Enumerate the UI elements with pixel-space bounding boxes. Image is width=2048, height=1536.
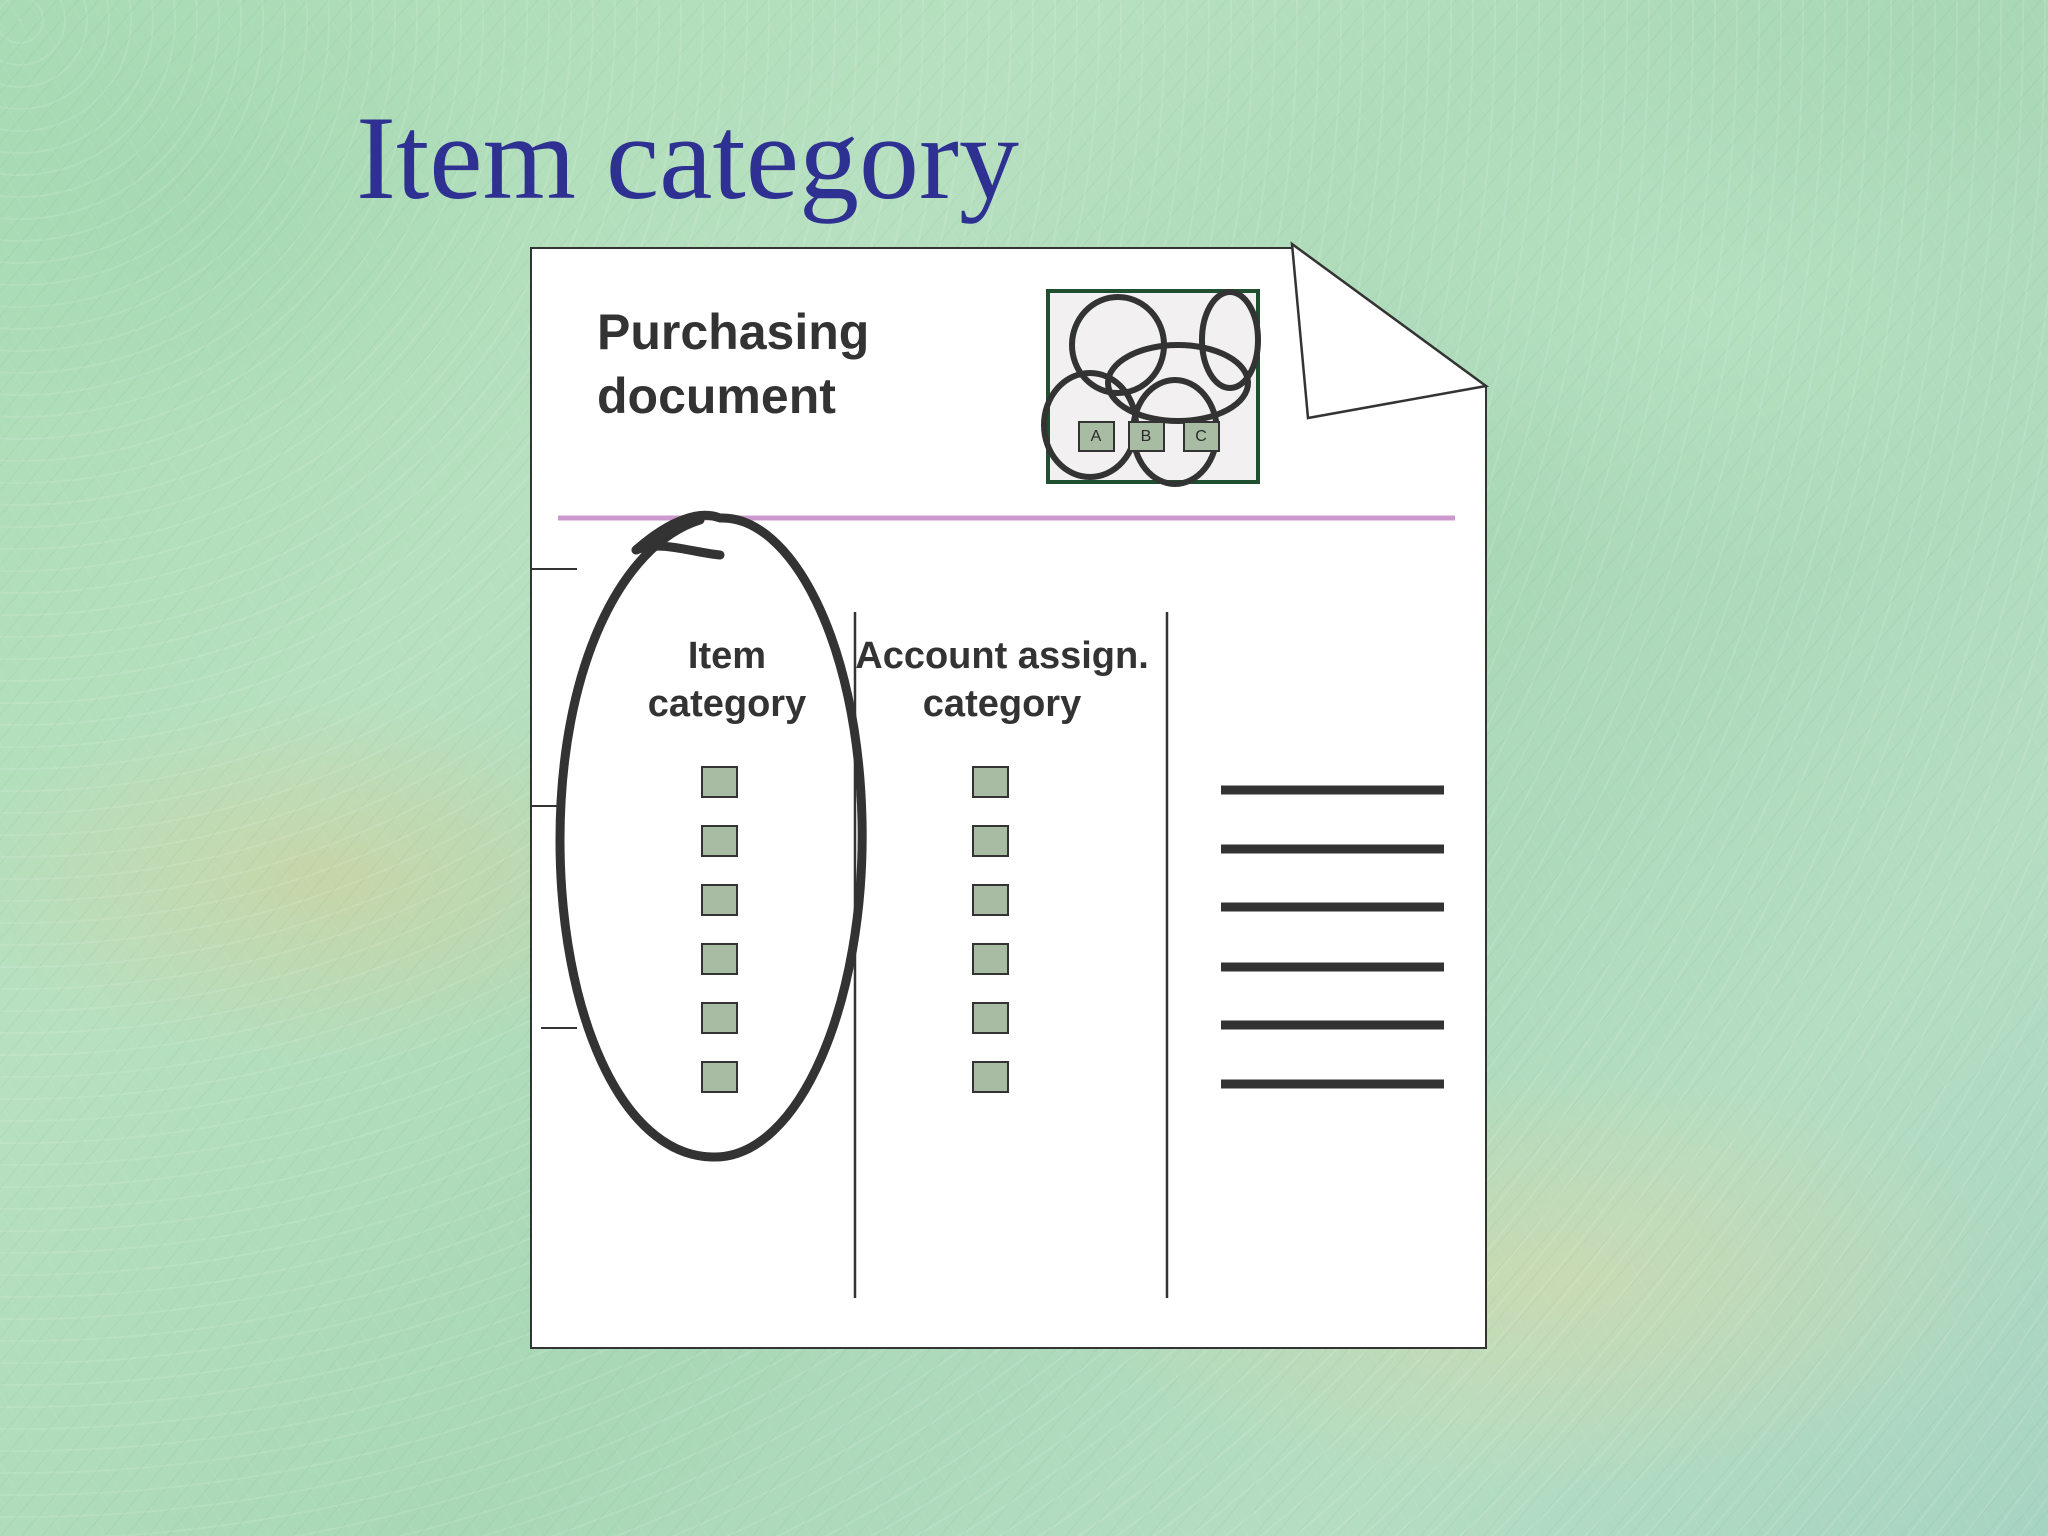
document-title-line2: document (597, 368, 836, 424)
slide-title: Item category (356, 91, 1019, 224)
checkbox (972, 884, 1009, 916)
account-assign-header: Account assign. category (842, 632, 1162, 728)
logo-label-b: B (1141, 428, 1152, 445)
item-category-checkboxes (701, 766, 738, 1093)
checkbox (972, 1061, 1009, 1093)
checkbox (701, 1061, 738, 1093)
checkbox (701, 766, 738, 798)
logo-square-a: A (1078, 421, 1115, 452)
text-lines (1221, 785, 1444, 1089)
checkbox (972, 1002, 1009, 1034)
item-category-header-line2: category (647, 683, 807, 725)
highlight-ellipse (555, 510, 867, 1162)
folded-corner-icon (1290, 241, 1490, 420)
item-category-header-line1: Item (687, 635, 767, 677)
logo-label-a: A (1091, 428, 1102, 445)
highlight-ellipse-tail (631, 541, 725, 560)
checkbox (972, 766, 1009, 798)
interlocking-rings-icon (1041, 289, 1261, 487)
account-assign-checkboxes (972, 766, 1009, 1093)
logo-square-b: B (1128, 421, 1165, 452)
checkbox (701, 1002, 738, 1034)
checkbox (701, 825, 738, 857)
document-title: Purchasing document (597, 300, 869, 428)
item-category-header: Item category (607, 632, 847, 728)
account-assign-header-line1: Account assign. (855, 635, 1149, 677)
logo-label-c: C (1195, 428, 1207, 445)
checkbox (972, 825, 1009, 857)
checkbox (972, 943, 1009, 975)
checkbox (701, 884, 738, 916)
logo-square-c: C (1183, 421, 1220, 452)
document-title-line1: Purchasing (597, 304, 870, 360)
account-assign-header-line2: category (922, 683, 1082, 725)
checkbox (701, 943, 738, 975)
